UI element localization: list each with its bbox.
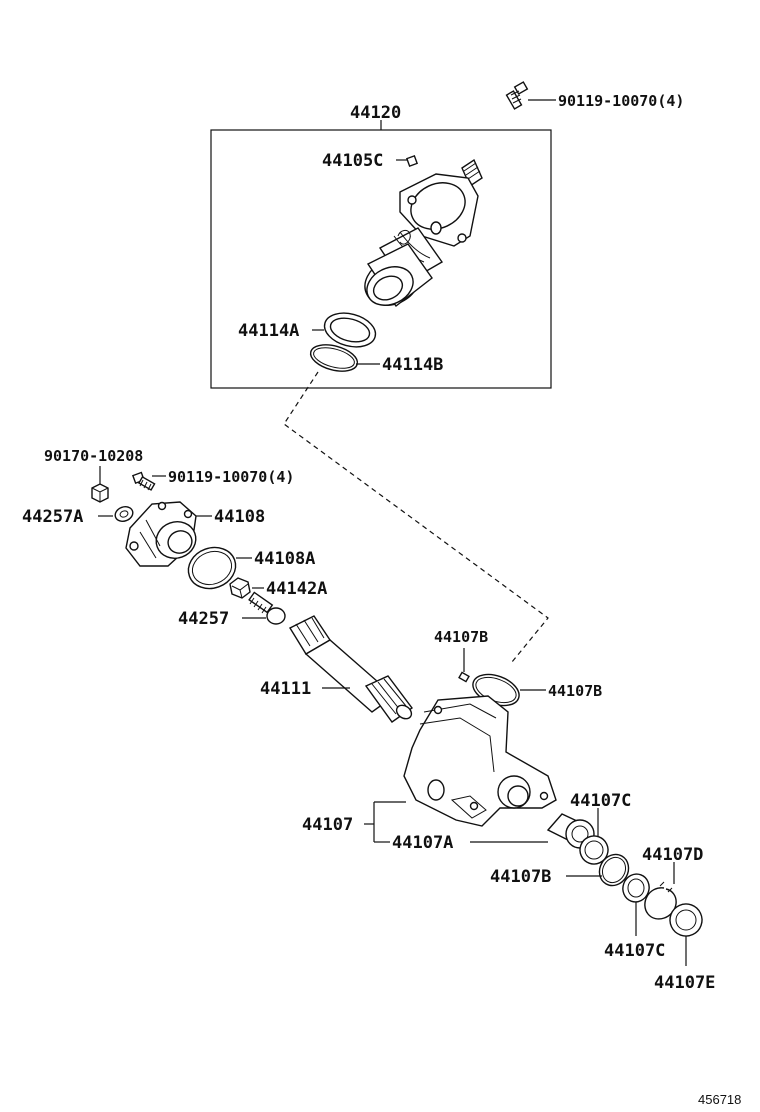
seal-44114a[interactable] <box>321 308 380 352</box>
seal-44107c-lower[interactable] <box>619 870 653 905</box>
label-44107e[interactable]: 44107E <box>654 973 715 993</box>
label-90170-10208[interactable]: 90170-10208 <box>44 447 143 465</box>
label-44107b-top[interactable]: 44107B <box>434 628 488 646</box>
gear-housing-44107[interactable] <box>403 695 557 827</box>
dashed-leader <box>283 371 549 663</box>
label-44107d[interactable]: 44107D <box>642 845 703 865</box>
valve-assembly[interactable] <box>357 158 483 314</box>
label-44107c-top[interactable]: 44107C <box>570 791 631 811</box>
seal-44107c-upper[interactable] <box>576 832 612 868</box>
label-44107c-lower[interactable]: 44107C <box>604 941 665 961</box>
label-44114b[interactable]: 44114B <box>382 355 443 375</box>
dust-seal-44107e[interactable] <box>665 899 706 940</box>
label-44257a[interactable]: 44257A <box>22 507 83 527</box>
diagram-id: 456718 <box>698 1092 741 1107</box>
label-44257[interactable]: 44257 <box>178 609 229 629</box>
label-44111[interactable]: 44111 <box>260 679 311 699</box>
cover-44108[interactable] <box>125 501 201 567</box>
nut-44142a[interactable] <box>229 577 251 599</box>
label-90119-10070-top[interactable]: 90119-10070(4) <box>558 92 684 110</box>
label-44114a[interactable]: 44114A <box>238 321 299 341</box>
label-44107b-ring[interactable]: 44107B <box>548 682 602 700</box>
label-44120[interactable]: 44120 <box>350 103 401 123</box>
label-44107b-lower[interactable]: 44107B <box>490 867 551 887</box>
label-44105c[interactable]: 44105C <box>322 151 383 171</box>
screw-44257[interactable] <box>248 591 286 625</box>
snap-ring-44107d[interactable] <box>644 881 677 920</box>
plug-44107b-small[interactable] <box>458 671 470 683</box>
oring-44107b-lower[interactable] <box>594 849 634 891</box>
label-44108a[interactable]: 44108A <box>254 549 315 569</box>
nut-90170[interactable] <box>91 483 109 503</box>
bolt-top[interactable] <box>505 81 529 110</box>
label-44108[interactable]: 44108 <box>214 507 265 527</box>
label-90119-10070-mid[interactable]: 90119-10070(4) <box>168 468 294 486</box>
bleeder-44105c[interactable] <box>405 154 419 168</box>
oring-44108a[interactable] <box>183 541 242 595</box>
bolt-90119-mid[interactable] <box>131 471 156 491</box>
label-44107[interactable]: 44107 <box>302 815 353 835</box>
label-44107a[interactable]: 44107A <box>392 833 453 853</box>
washer-44257a[interactable] <box>113 504 135 523</box>
label-44142a[interactable]: 44142A <box>266 579 327 599</box>
sector-shaft-44111[interactable] <box>289 615 414 723</box>
